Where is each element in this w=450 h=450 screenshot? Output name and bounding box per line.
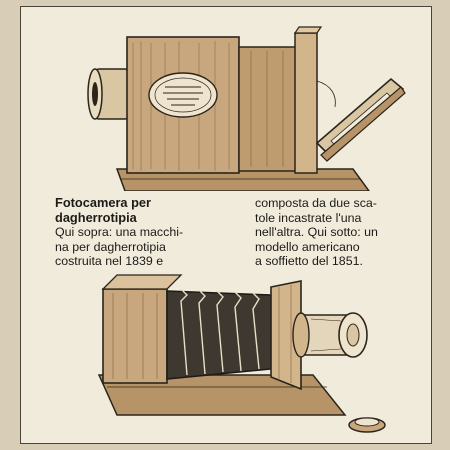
caption-left-line-1: Qui sopra: una macchi- bbox=[55, 225, 184, 240]
caption-left-line-3: costruita nel 1839 e bbox=[55, 254, 164, 269]
caption-right-line-4: modello americano bbox=[255, 239, 360, 254]
caption-right-column: composta da due sca- tole incastrate l'u… bbox=[255, 196, 435, 269]
caption-left-line-2: na per dagherrotipia bbox=[55, 239, 166, 254]
caption-title-line-2: dagherrotipia bbox=[55, 209, 137, 225]
article-frame: Fotocamera per dagherrotipia Qui sopra: … bbox=[20, 6, 432, 444]
caption-right-line-5: a soffietto del 1851. bbox=[255, 254, 363, 269]
caption-left-column: Fotocamera per dagherrotipia Qui sopra: … bbox=[55, 195, 227, 269]
sliding-box-camera-illustration bbox=[87, 26, 406, 191]
bellows-camera-illustration bbox=[97, 274, 386, 433]
caption-right-line-2: tole incastrate l'una bbox=[255, 210, 362, 225]
caption-right-line-3: nell'altra. Qui sotto: un bbox=[255, 225, 378, 240]
caption-right-line-1: composta da due sca- bbox=[255, 196, 377, 210]
caption-title-line-1: Fotocamera per bbox=[55, 195, 152, 210]
